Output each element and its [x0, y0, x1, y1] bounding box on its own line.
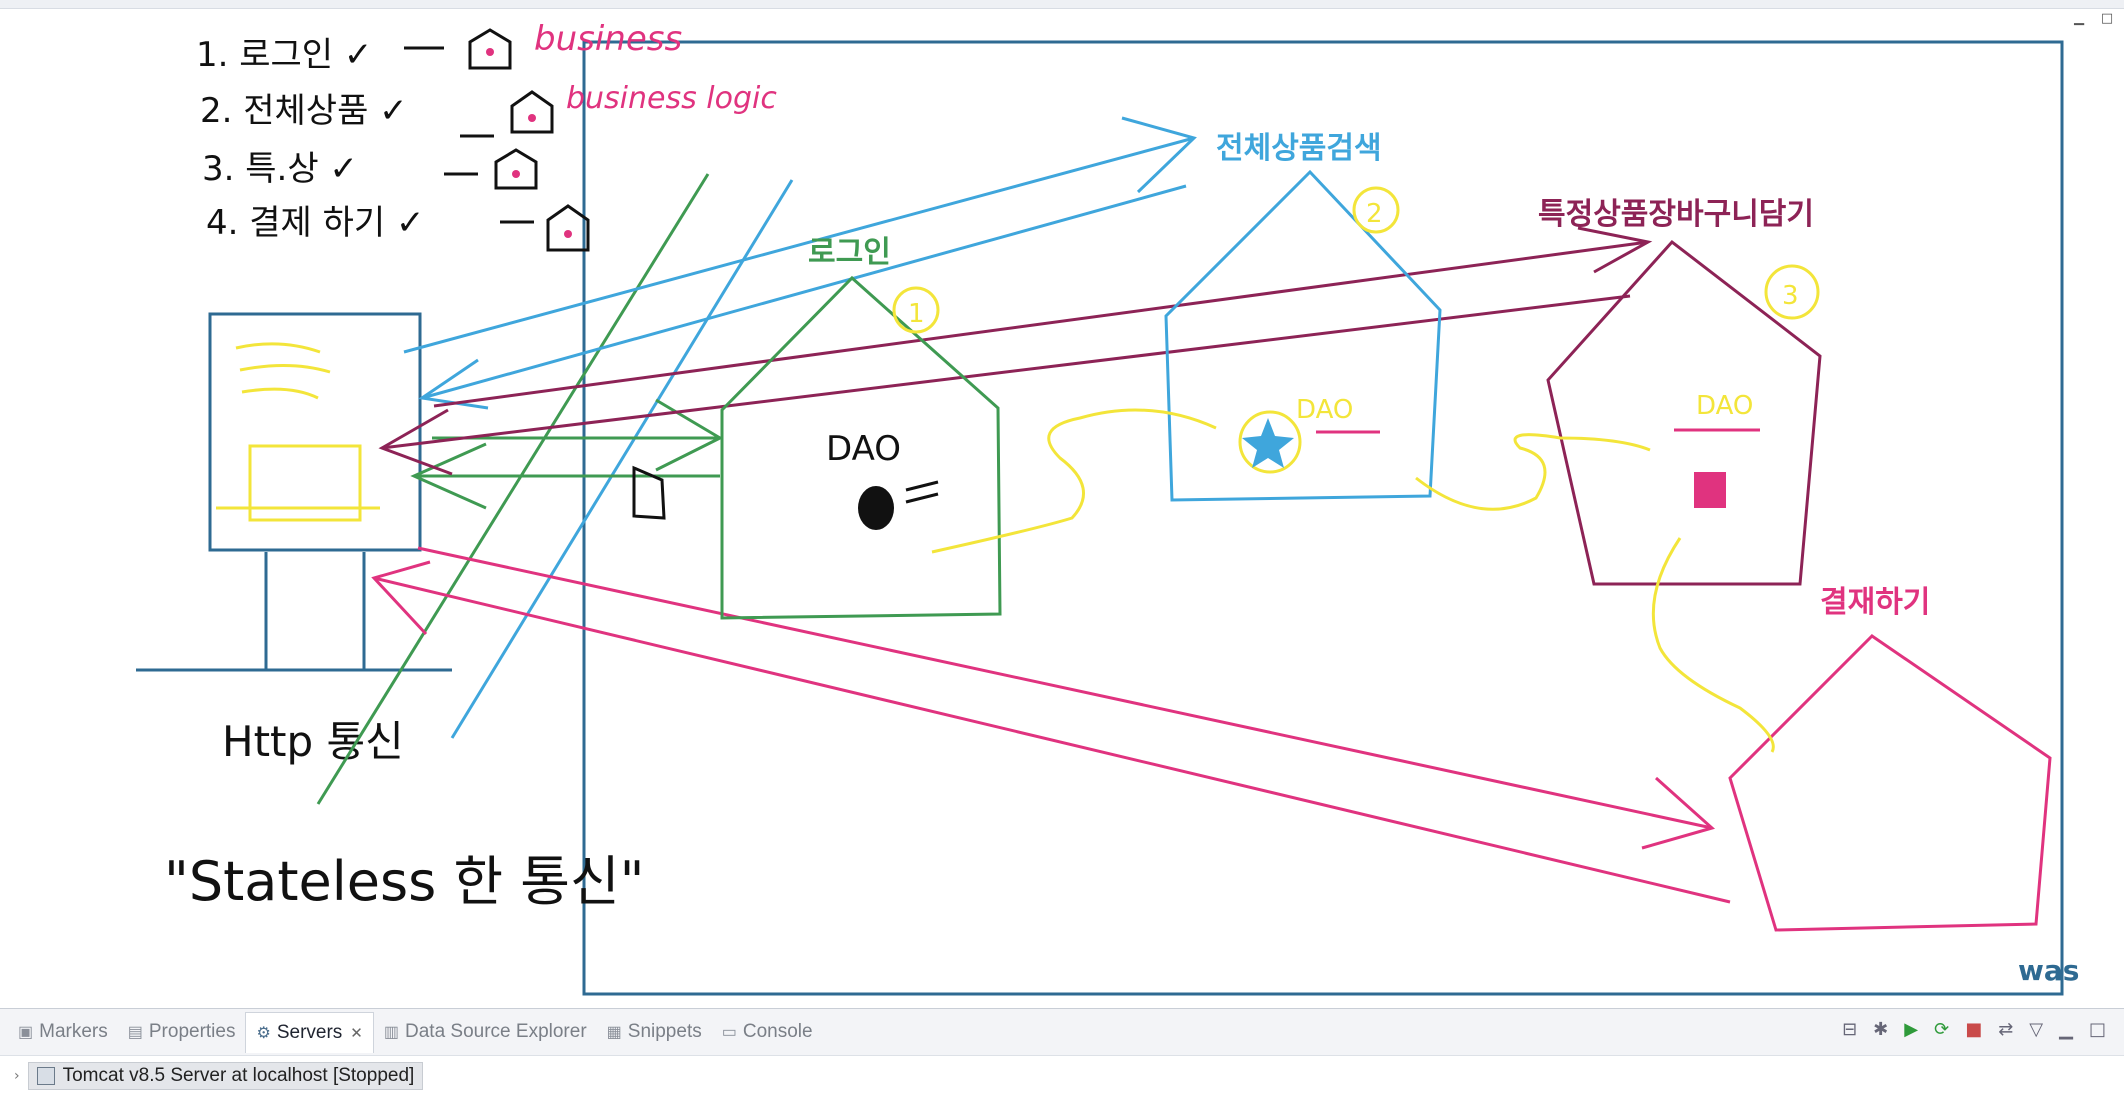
- drawing-canvas[interactable]: was 1. 로그인 ✓ 2. 전체상품 ✓ 3. 특.상 ✓ 4. 결제 하기…: [0, 8, 2124, 1008]
- properties-icon: ▤: [127, 1024, 143, 1041]
- minimize-icon[interactable]: ▁: [2074, 11, 2084, 26]
- minimize-panel-icon[interactable]: ▁: [2059, 1019, 2073, 1040]
- database-icon: ▥: [383, 1024, 399, 1041]
- note-business-logic: business logic: [566, 81, 777, 116]
- cart-dao-label: DAO: [1696, 391, 1753, 421]
- snippets-icon: ▦: [606, 1024, 622, 1041]
- tab-console[interactable]: ▭ Console: [712, 1013, 823, 1051]
- whiteboard-drawing: was 1. 로그인 ✓ 2. 전체상품 ✓ 3. 특.상 ✓ 4. 결제 하기…: [136, 19, 2079, 996]
- list-item-special: 3. 특.상 ✓: [202, 149, 358, 189]
- collapse-all-icon[interactable]: ⊟: [1842, 1019, 1858, 1040]
- cart-label: 특정상품장바구니담기: [1538, 197, 1814, 232]
- marker-two: [1352, 186, 1400, 234]
- tab-properties[interactable]: ▤ Properties: [118, 1013, 246, 1051]
- server-item-label: Tomcat v8.5 Server at localhost [Stopped…: [62, 1065, 415, 1086]
- note-business: business: [534, 19, 682, 59]
- servers-icon: ⚙: [256, 1024, 271, 1042]
- list-item-all-products: 2. 전체상품 ✓: [200, 91, 408, 131]
- tab-console-label: Console: [742, 1021, 813, 1042]
- star-icon: [1242, 418, 1294, 468]
- markers-icon: ▣: [18, 1024, 34, 1041]
- client-computer: [136, 312, 452, 672]
- payment-house: [1728, 634, 2052, 932]
- editor-top-strip: [0, 0, 2124, 9]
- cart-item-icon: [1694, 472, 1726, 508]
- chevron-right-icon[interactable]: ›: [14, 1068, 20, 1084]
- bottom-panel: ▣ Markers ▤ Properties ⚙ Servers ✕ ▥ Dat…: [0, 1008, 2124, 1109]
- login-house: [720, 275, 1002, 620]
- marker-one-label: 1: [908, 299, 925, 329]
- tab-properties-label: Properties: [148, 1021, 236, 1042]
- small-house-icon-4: [546, 204, 590, 252]
- server-icon: [36, 1067, 55, 1085]
- search-label: 전체상품검색: [1216, 131, 1382, 166]
- flow-login-to-search: [931, 408, 1217, 554]
- tab-snippets-label: Snippets: [627, 1021, 702, 1042]
- debug-icon[interactable]: ✱: [1873, 1019, 1889, 1040]
- tab-data-source-explorer[interactable]: ▥ Data Source Explorer: [374, 1013, 597, 1051]
- editor-window-controls: ▁ □: [2072, 12, 2114, 26]
- dao-object-icon: [858, 486, 894, 530]
- panel-tab-bar: ▣ Markers ▤ Properties ⚙ Servers ✕ ▥ Dat…: [0, 1009, 2124, 1056]
- small-house-icon-2: [510, 90, 554, 134]
- close-icon[interactable]: ✕: [350, 1024, 363, 1042]
- payment-label: 결재하기: [1820, 585, 1930, 620]
- small-house-icon-3: [494, 148, 538, 190]
- http-note: Http 통신: [222, 717, 404, 766]
- marker-one: [892, 286, 940, 334]
- server-list: › Tomcat v8.5 Server at localhost [Stopp…: [0, 1056, 2124, 1096]
- search-house: [1164, 169, 1442, 502]
- list-item-login: 1. 로그인 ✓: [196, 35, 372, 75]
- flow-cart-to-payment: [1651, 537, 1775, 753]
- stateless-note: "Stateless 한 통신": [164, 850, 644, 913]
- cookie-box: [632, 465, 666, 520]
- marker-three-label: 3: [1782, 281, 1799, 311]
- small-house-icon-1: [468, 28, 512, 70]
- marker-three: [1764, 264, 1820, 320]
- tab-servers[interactable]: ⚙ Servers ✕: [245, 1011, 374, 1053]
- publish-icon[interactable]: ⇄: [1998, 1019, 2014, 1040]
- view-menu-icon[interactable]: ▽: [2029, 1019, 2044, 1040]
- servers-toolbar: ⊟ ✱ ▶ ⟳ ■ ⇄ ▽ ▁ □: [1842, 1019, 2106, 1040]
- tab-markers-label: Markers: [39, 1021, 108, 1042]
- was-label: was: [2018, 954, 2079, 987]
- profile-icon[interactable]: ⟳: [1934, 1019, 1950, 1040]
- tab-snippets[interactable]: ▦ Snippets: [597, 1013, 712, 1051]
- tab-data-source-label: Data Source Explorer: [405, 1021, 587, 1042]
- search-dao-label: DAO: [1296, 395, 1353, 425]
- cart-house: [1546, 239, 1822, 586]
- marker-two-label: 2: [1366, 199, 1383, 229]
- was-container: [582, 40, 2064, 996]
- tab-servers-label: Servers: [276, 1021, 343, 1043]
- flow-search-to-cart: [1415, 433, 1651, 511]
- server-item-tomcat[interactable]: Tomcat v8.5 Server at localhost [Stopped…: [27, 1062, 424, 1090]
- stop-server-icon[interactable]: ■: [1965, 1019, 1983, 1040]
- maximize-icon[interactable]: □: [2100, 11, 2114, 26]
- list-item-payment: 4. 결제 하기 ✓: [206, 203, 424, 243]
- start-server-icon[interactable]: ▶: [1904, 1019, 1919, 1040]
- tab-markers[interactable]: ▣ Markers: [8, 1013, 118, 1051]
- maximize-panel-icon[interactable]: □: [2088, 1019, 2106, 1040]
- login-label: 로그인: [808, 235, 891, 270]
- console-icon: ▭: [721, 1024, 737, 1041]
- login-dao-label: DAO: [826, 429, 901, 469]
